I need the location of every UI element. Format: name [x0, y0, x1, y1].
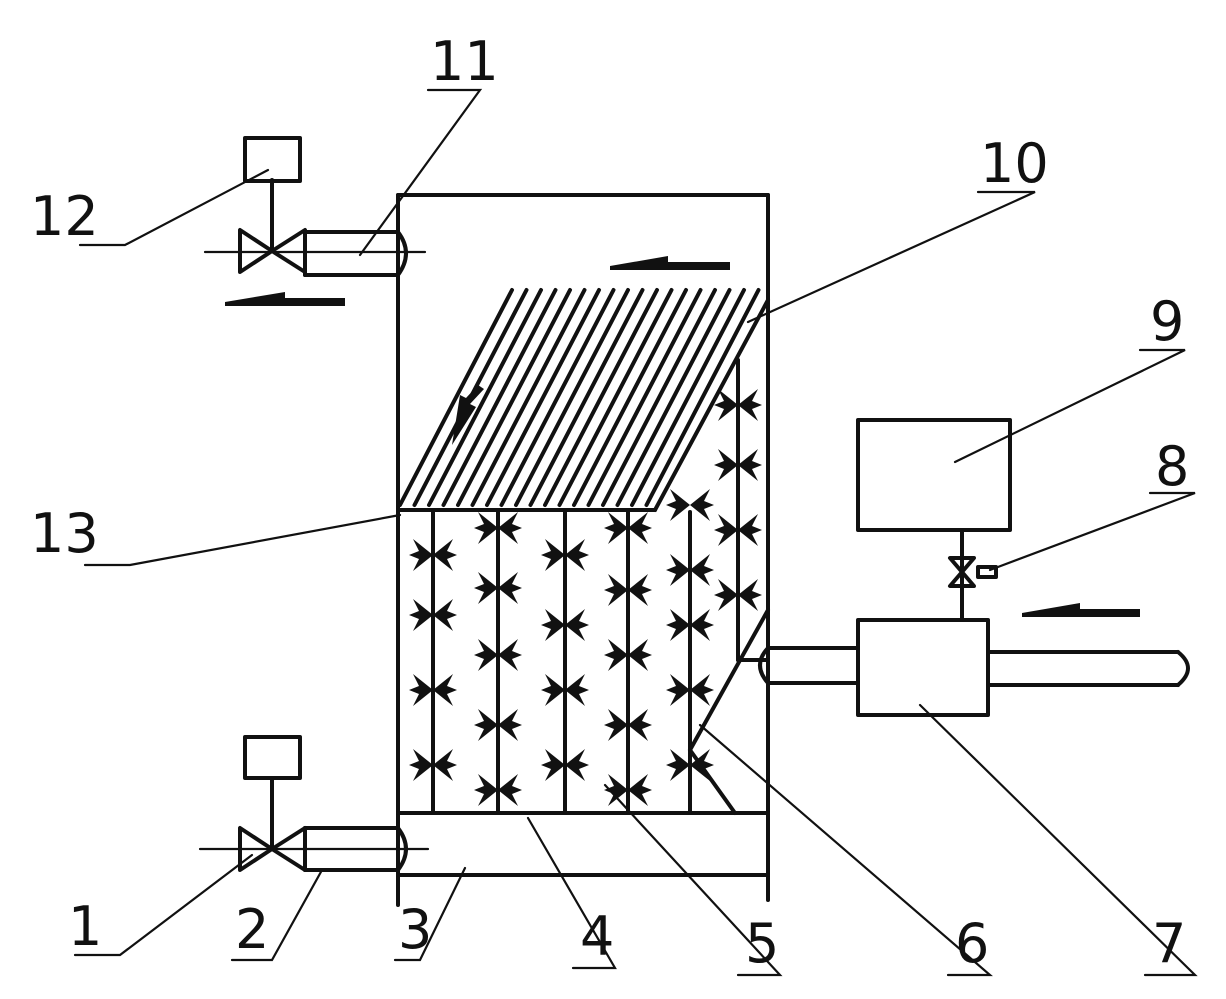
label-8: 8	[1155, 435, 1189, 498]
settler-tube	[615, 288, 732, 507]
label-13: 13	[30, 502, 99, 565]
fiber-bundle	[604, 574, 652, 606]
fiber-bundle	[474, 572, 522, 604]
leader-6	[698, 723, 993, 977]
label-12: 12	[30, 185, 99, 248]
settler-tube	[528, 288, 645, 507]
inclined-tube-settler	[396, 288, 761, 512]
fiber-bundle	[409, 749, 457, 781]
fiber-bundle	[666, 554, 714, 586]
fiber-bundle	[604, 512, 652, 544]
leader-3	[393, 866, 467, 962]
flow-arrows	[225, 256, 1140, 617]
leader-2	[230, 868, 324, 962]
leader-1	[73, 853, 254, 957]
leader-8	[988, 491, 1196, 572]
fiber-bundle	[541, 674, 589, 706]
settler-tube	[470, 288, 587, 507]
arrow-settler	[452, 385, 484, 445]
label-1: 1	[68, 895, 102, 958]
fiber-bundle	[474, 709, 522, 741]
fiber-packing	[409, 389, 762, 806]
fiber-bundle	[474, 774, 522, 806]
fiber-bundle	[541, 749, 589, 781]
inlet-pipe-2	[198, 826, 430, 872]
leader-10	[746, 190, 1036, 324]
dosing-tank-9	[856, 418, 1012, 532]
settler-tube	[644, 288, 761, 507]
label-6: 6	[955, 912, 989, 975]
settler-tube	[398, 288, 514, 507]
label-5: 5	[745, 912, 779, 975]
leader-4	[526, 816, 617, 970]
fiber-bundle	[666, 489, 714, 521]
leader-12	[78, 168, 270, 247]
reactor-tank	[396, 193, 770, 907]
settler-tube	[630, 288, 746, 507]
label-10: 10	[980, 132, 1049, 195]
fiber-bundle	[604, 709, 652, 741]
upper-baffle	[653, 298, 770, 512]
label-2: 2	[235, 898, 269, 961]
dosing-valve-8[interactable]	[948, 528, 998, 622]
settler-tube	[441, 288, 558, 507]
mixer-box-7	[856, 618, 990, 717]
settler-tube	[427, 288, 543, 507]
part-labels: 1 2 3 4 5 6 7 8 9 10 11 12 13	[30, 30, 1189, 975]
fiber-bundle	[409, 674, 457, 706]
label-4: 4	[580, 905, 614, 968]
fiber-bundle	[409, 539, 457, 571]
fiber-bundle	[604, 639, 652, 671]
baffle-foot	[688, 748, 737, 815]
label-7: 7	[1152, 912, 1186, 975]
arrow-left-outlet	[225, 292, 345, 306]
fiber-bundle	[666, 674, 714, 706]
settler-tube	[485, 288, 601, 507]
outlet-valve[interactable]	[238, 178, 307, 274]
packing-rods	[431, 510, 692, 814]
leader-5	[603, 783, 783, 977]
inlet-valve[interactable]	[238, 776, 307, 872]
settler-tube	[543, 288, 659, 507]
arrow-left-top	[610, 256, 730, 270]
settler-tube	[601, 288, 717, 507]
fiber-bundle	[474, 639, 522, 671]
actuator-box-12	[243, 136, 302, 183]
settler-tube	[514, 288, 630, 507]
arrow-left-inflow	[1022, 603, 1140, 617]
leader-9	[953, 348, 1186, 464]
label-3: 3	[398, 898, 432, 961]
settler-tube	[557, 288, 674, 507]
leader-13	[83, 513, 402, 567]
fiber-bundle	[409, 599, 457, 631]
fiber-bundle	[541, 609, 589, 641]
leader-lines	[73, 88, 1198, 977]
label-9: 9	[1150, 290, 1184, 353]
settler-tube	[499, 288, 616, 507]
actuator-box-1	[243, 735, 302, 780]
leader-11	[358, 88, 483, 257]
aeration-pipe	[758, 646, 1190, 687]
fiber-bundle	[474, 512, 522, 544]
fiber-bundle	[666, 609, 714, 641]
leader-7	[918, 703, 1198, 977]
settler-tube	[586, 288, 703, 507]
fiber-bundle	[541, 539, 589, 571]
label-11: 11	[430, 30, 499, 93]
settler-tube	[572, 288, 688, 507]
settler-tube	[456, 288, 572, 507]
fiber-bundle	[666, 749, 714, 781]
